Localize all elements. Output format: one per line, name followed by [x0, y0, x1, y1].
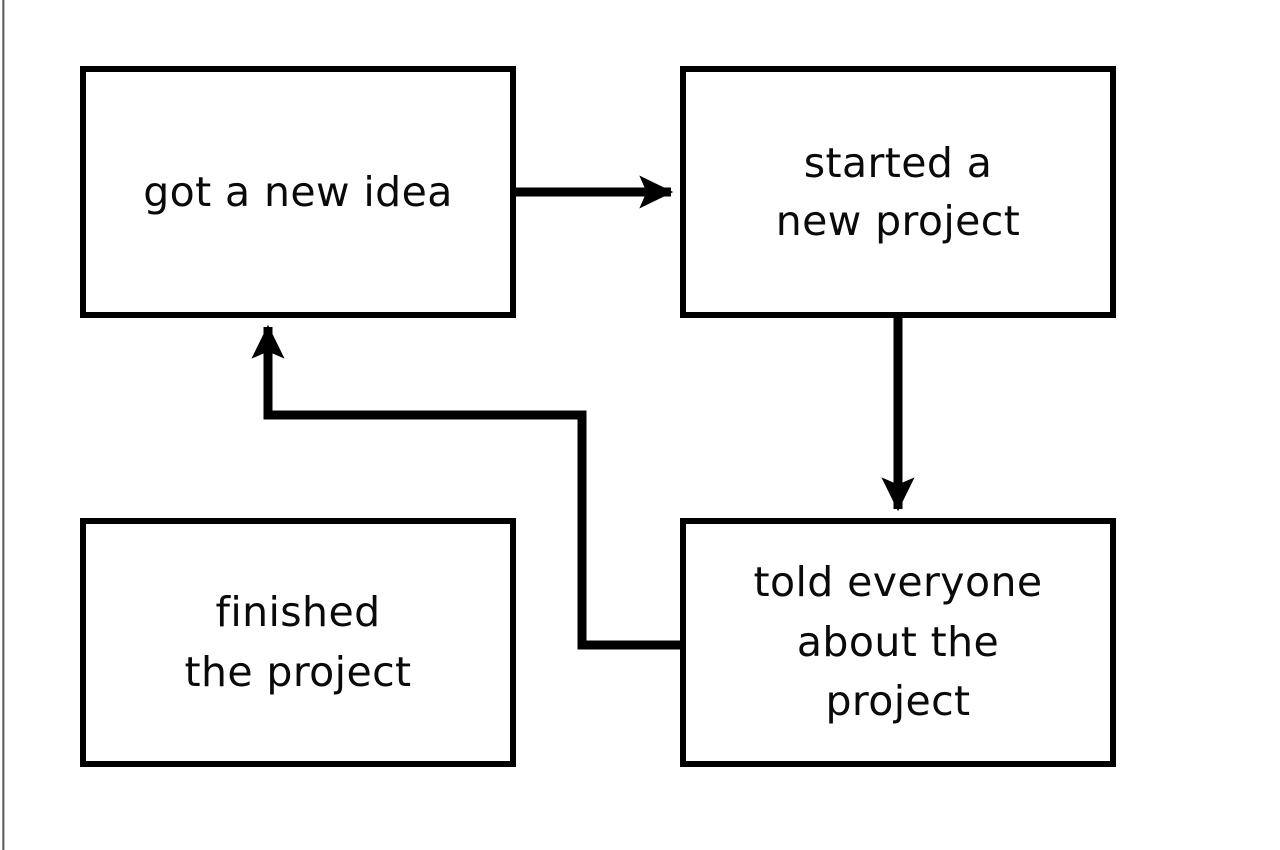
- node-told-everyone-about-the-project[interactable]: told everyone about the project: [680, 518, 1116, 767]
- edge-told-to-idea: [251, 324, 682, 650]
- node-label: finished the project: [184, 587, 412, 696]
- node-got-a-new-idea[interactable]: got a new idea: [80, 66, 516, 318]
- node-label: started a new project: [775, 138, 1021, 245]
- node-label: got a new idea: [143, 167, 453, 216]
- page-edge-strip: [2, 0, 5, 850]
- node-finished-the-project[interactable]: finished the project: [80, 518, 516, 767]
- node-started-a-new-project[interactable]: started a new project: [680, 66, 1116, 318]
- node-label: told everyone about the project: [753, 557, 1043, 726]
